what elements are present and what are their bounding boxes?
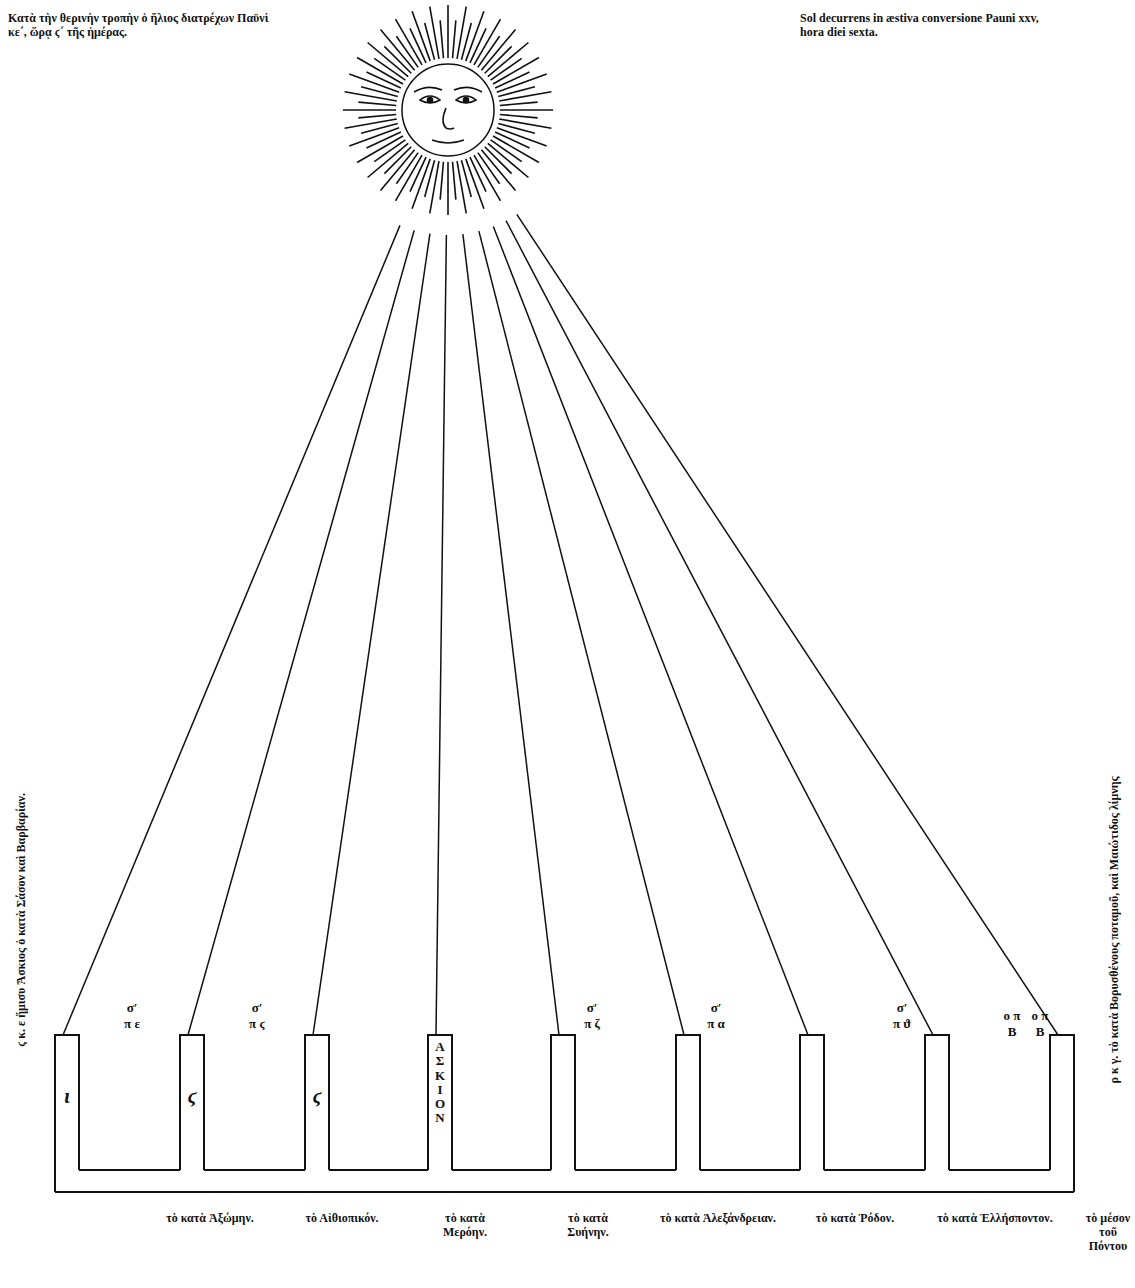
sun-ray bbox=[500, 115, 538, 118]
shadow-mark: σ′ π ε bbox=[123, 1000, 141, 1031]
place-label: τὸ μέσον τοῦ Πόντου bbox=[1084, 1212, 1132, 1253]
light-ray bbox=[188, 230, 414, 1035]
sun-ray bbox=[361, 87, 398, 97]
note-text: Sol decurrens in æstiva conversione Paun… bbox=[800, 12, 1050, 40]
sun-ray bbox=[481, 150, 515, 191]
well-floor bbox=[949, 1169, 1050, 1171]
shadow-mark: ϛ bbox=[187, 1085, 196, 1108]
sun-ray bbox=[345, 92, 397, 101]
sun-ray bbox=[343, 109, 396, 111]
sun-ray bbox=[453, 20, 456, 58]
side-note: ϛ κ. ε ἥμισυ Ἄσκιος ὁ κατὰ Σάσον καὶ Βαρ… bbox=[15, 793, 29, 1047]
light-ray bbox=[436, 235, 446, 1035]
place-label: τὸ Αἰθιοπικόν. bbox=[302, 1212, 382, 1226]
well-floor bbox=[575, 1169, 676, 1171]
sun-features bbox=[414, 87, 482, 143]
sun-ray bbox=[381, 30, 415, 71]
base-line bbox=[55, 1191, 1074, 1193]
sun-ray bbox=[425, 160, 435, 197]
well-post bbox=[925, 1035, 949, 1170]
shadow-mark: ο π Β bbox=[1003, 1008, 1021, 1039]
shadow-mark: σ′ π ϑ bbox=[893, 1000, 911, 1031]
sun-ray bbox=[500, 109, 553, 111]
well-posts bbox=[55, 1035, 1074, 1192]
shadow-mark: ι bbox=[64, 1085, 70, 1108]
well-post bbox=[551, 1035, 575, 1170]
sun-ray bbox=[470, 157, 486, 191]
shadow-mark: ο π Β bbox=[1031, 1008, 1049, 1039]
sun-ray bbox=[488, 143, 529, 177]
place-label: τὸ κατὰ Μερόην. bbox=[425, 1212, 505, 1240]
side-note: ρ κ γ. τὸ κατὰ Βορυσθένους ποταμοῦ, καὶ … bbox=[1107, 777, 1121, 1084]
sun-ray bbox=[430, 161, 439, 213]
light-ray bbox=[506, 221, 933, 1035]
sun-ray bbox=[500, 102, 538, 105]
sun-ray bbox=[498, 123, 535, 133]
well-post bbox=[55, 1035, 79, 1192]
sun-ray bbox=[358, 102, 396, 105]
shadow-mark: ϛ bbox=[312, 1085, 321, 1108]
sun-ray bbox=[381, 150, 415, 191]
sun-ray bbox=[447, 5, 449, 58]
sun-ray bbox=[447, 162, 449, 215]
sun-ray bbox=[358, 115, 396, 118]
well-floor bbox=[204, 1169, 305, 1171]
sun-ray bbox=[453, 162, 456, 200]
well-post bbox=[305, 1035, 329, 1170]
well-floor bbox=[79, 1169, 180, 1171]
sun-ray bbox=[440, 162, 443, 200]
sun-ray bbox=[461, 23, 471, 60]
sun-ray bbox=[345, 119, 397, 128]
shadow-mark: σ′ π ϛ bbox=[248, 1000, 266, 1031]
well-post bbox=[428, 1035, 452, 1170]
sun-ray bbox=[457, 7, 466, 59]
well-post bbox=[676, 1035, 700, 1170]
place-label: τὸ κατὰ Ῥόδον. bbox=[815, 1212, 895, 1226]
sun-face bbox=[402, 64, 494, 156]
well-post bbox=[1050, 1035, 1074, 1192]
sun-ray bbox=[366, 132, 400, 148]
light-ray bbox=[517, 214, 1058, 1035]
sun-ray bbox=[430, 7, 439, 59]
place-label: τὸ κατὰ Συήνην. bbox=[548, 1212, 628, 1240]
well-floor bbox=[700, 1169, 800, 1171]
well-floor bbox=[329, 1169, 428, 1171]
note-text: Κατὰ τὴν θερινὴν τροπὴν ὁ ἥλιος διατρέχω… bbox=[8, 12, 278, 40]
shadow-mark: σ′ π α bbox=[707, 1000, 725, 1031]
sun-ray bbox=[368, 43, 409, 77]
sun-rays bbox=[343, 5, 553, 215]
shadow-mark: ΑΣΚΙΟΝ bbox=[434, 1040, 447, 1126]
shadow-mark: σ′ π ζ bbox=[583, 1000, 601, 1031]
well-post bbox=[800, 1035, 824, 1170]
light-ray bbox=[493, 226, 808, 1035]
sun-ray bbox=[495, 72, 529, 88]
place-label: τὸ κατὰ Ἀξώμην. bbox=[165, 1212, 255, 1226]
sun-ray bbox=[499, 92, 551, 101]
well-post bbox=[180, 1035, 204, 1170]
place-label: τὸ κατὰ Ἀλεξάνδρειαν. bbox=[653, 1212, 783, 1226]
sun-ray bbox=[457, 161, 466, 213]
sun-ray bbox=[440, 20, 443, 58]
sun-ray bbox=[410, 28, 426, 62]
sun-ray bbox=[368, 143, 409, 177]
sun-ray bbox=[488, 43, 529, 77]
light-ray bbox=[313, 234, 430, 1035]
sun-ray bbox=[481, 30, 515, 71]
place-label: τὸ κατὰ Ἑλλήσποντον. bbox=[935, 1212, 1055, 1226]
light-ray bbox=[63, 225, 400, 1035]
well-floor bbox=[824, 1169, 925, 1171]
light-rays bbox=[63, 214, 1058, 1035]
sun-ray bbox=[499, 119, 551, 128]
light-ray bbox=[479, 231, 684, 1035]
well-floor bbox=[452, 1169, 551, 1171]
